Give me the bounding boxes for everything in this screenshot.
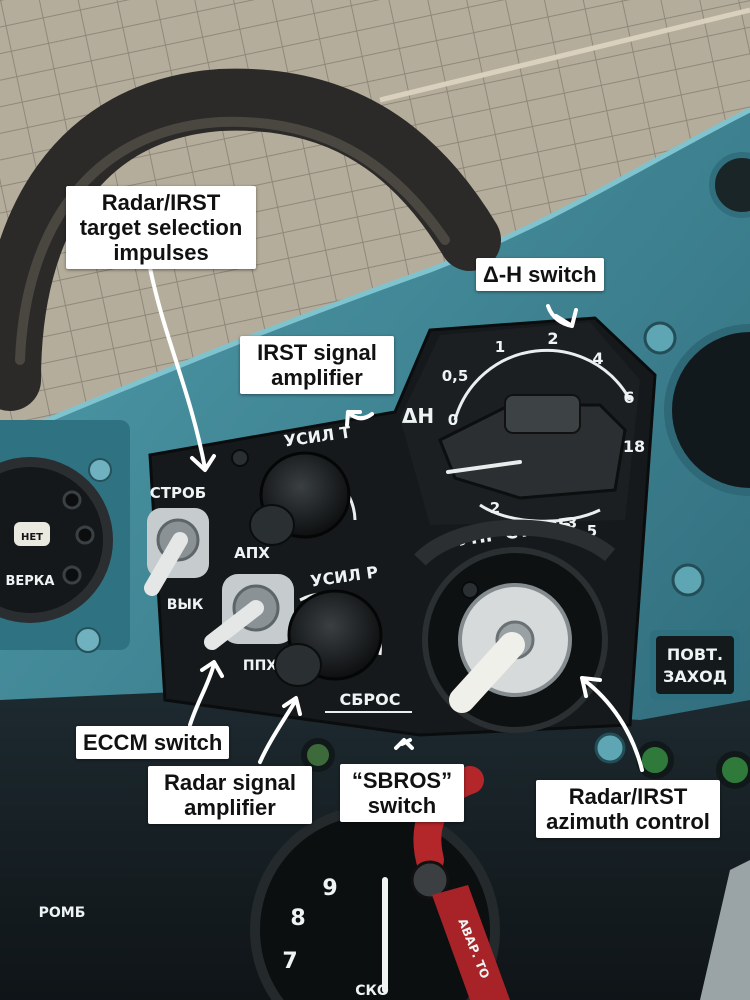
- upr-strob-band: [414, 519, 616, 566]
- arrow-radar-amp: [258, 696, 302, 764]
- callout-radar-amp: Radar signal amplifier: [148, 766, 312, 824]
- grab-handle: [0, 68, 501, 411]
- dh-lower-3: 3: [567, 514, 577, 532]
- dh-lower-2: 2: [490, 499, 500, 517]
- right-instrument-bezel: [664, 324, 750, 496]
- avar-band: [432, 885, 510, 1000]
- screw-icon: [75, 627, 101, 653]
- callout-line: impulses: [113, 240, 209, 265]
- screw-icon: [231, 449, 249, 467]
- eccm-toggle-lever: [204, 600, 264, 650]
- callout-line: Radar signal: [163, 770, 297, 795]
- zakhod-label: ЗАХОД: [663, 667, 727, 686]
- vyk-label: ВЫК: [167, 597, 204, 613]
- apkh-label: АПХ: [234, 544, 270, 562]
- dh-tick-2: 2: [547, 329, 558, 348]
- right-lever: [700, 860, 750, 1000]
- arrow-eccm: [188, 660, 224, 727]
- runway-marking: [379, 7, 750, 103]
- strob-label: СТРОБ: [150, 484, 206, 502]
- povt-label: ПОВТ.: [667, 645, 723, 664]
- dh-tick-0: 0: [448, 411, 458, 429]
- screw-icon: [594, 732, 626, 764]
- screw-icon: [643, 321, 677, 355]
- callout-line: Radar/IRST: [101, 190, 221, 215]
- callout-radar-irst-selection: Radar/IRST target selection impulses: [66, 186, 256, 269]
- callout-irst-amp: IRST signal amplifier: [240, 336, 394, 394]
- strob-toggle-lever: [144, 532, 188, 596]
- dh-tick-1: 1: [495, 338, 505, 356]
- dh-tick-18: 18: [623, 437, 645, 456]
- screw-icon: [671, 563, 705, 597]
- romb-label: РОМБ: [39, 905, 86, 921]
- left-instrument-lamp: [62, 565, 82, 585]
- callout-line: ECCM switch: [83, 730, 223, 755]
- callout-dh-switch: Δ-H switch: [476, 258, 604, 291]
- dh-tick-6: 6: [623, 388, 634, 407]
- callout-eccm: ECCM switch: [76, 726, 230, 759]
- usil-t-knob-cap: [249, 504, 295, 546]
- arrow-dh: [546, 304, 578, 328]
- grab-handle-highlight: [15, 116, 450, 365]
- left-instrument-lamp: [75, 525, 95, 545]
- dh-knob-indicator: [446, 460, 522, 474]
- left-instrument-lamp: [62, 490, 82, 510]
- green-lamp: [301, 738, 335, 772]
- top-right-instrument: [709, 152, 750, 218]
- arrow-strob: [148, 266, 216, 472]
- screw-icon: [88, 458, 112, 482]
- upr-strob-lever: [449, 632, 525, 713]
- callout-line: IRST signal: [257, 340, 377, 365]
- dh-tick-4: 4: [592, 349, 603, 368]
- callout-line: azimuth control: [546, 809, 710, 834]
- coaming-edge: [0, 107, 750, 443]
- dh-tick-05: 0,5: [442, 367, 469, 385]
- arrow-azimuth: [580, 676, 644, 772]
- povt-zakhod-face: [656, 636, 734, 694]
- dh-lower-5: 5: [587, 522, 597, 540]
- callout-line: “SBROS”: [351, 768, 453, 793]
- callout-line: amplifier: [184, 795, 276, 820]
- gauge-number-7: 7: [282, 949, 297, 974]
- arrow-sbros: [394, 738, 414, 750]
- green-lamp: [716, 751, 750, 789]
- dh-label: ΔН: [402, 404, 434, 428]
- callout-sbros: “SBROS” switch: [340, 764, 464, 822]
- red-lever-pivot: [410, 860, 450, 900]
- callout-line: amplifier: [271, 365, 363, 390]
- usil-r-knob-cap: [274, 643, 322, 687]
- callout-azimuth: Radar/IRST azimuth control: [536, 780, 720, 838]
- ppkh-label: ППХ: [243, 658, 277, 674]
- callout-line: switch: [367, 793, 437, 818]
- callout-line: Radar/IRST: [568, 784, 688, 809]
- sbros-label: СБРОС: [339, 690, 400, 709]
- arrow-irst-amp: [345, 410, 374, 427]
- gauge-label: СКО: [355, 983, 389, 999]
- net-lamp: [14, 522, 50, 546]
- gauge-number-8: 8: [290, 906, 305, 931]
- gauge-number-9: 9: [322, 876, 337, 901]
- callout-line: target selection: [79, 215, 243, 240]
- net-label: НЕТ: [21, 532, 43, 543]
- dh-scale-arc: [453, 348, 632, 421]
- dh-knob-ridge: [504, 394, 581, 434]
- verka-label: ВЕРКА: [5, 574, 54, 589]
- screw-icon: [461, 581, 479, 599]
- callout-line: Δ-H switch: [483, 262, 597, 287]
